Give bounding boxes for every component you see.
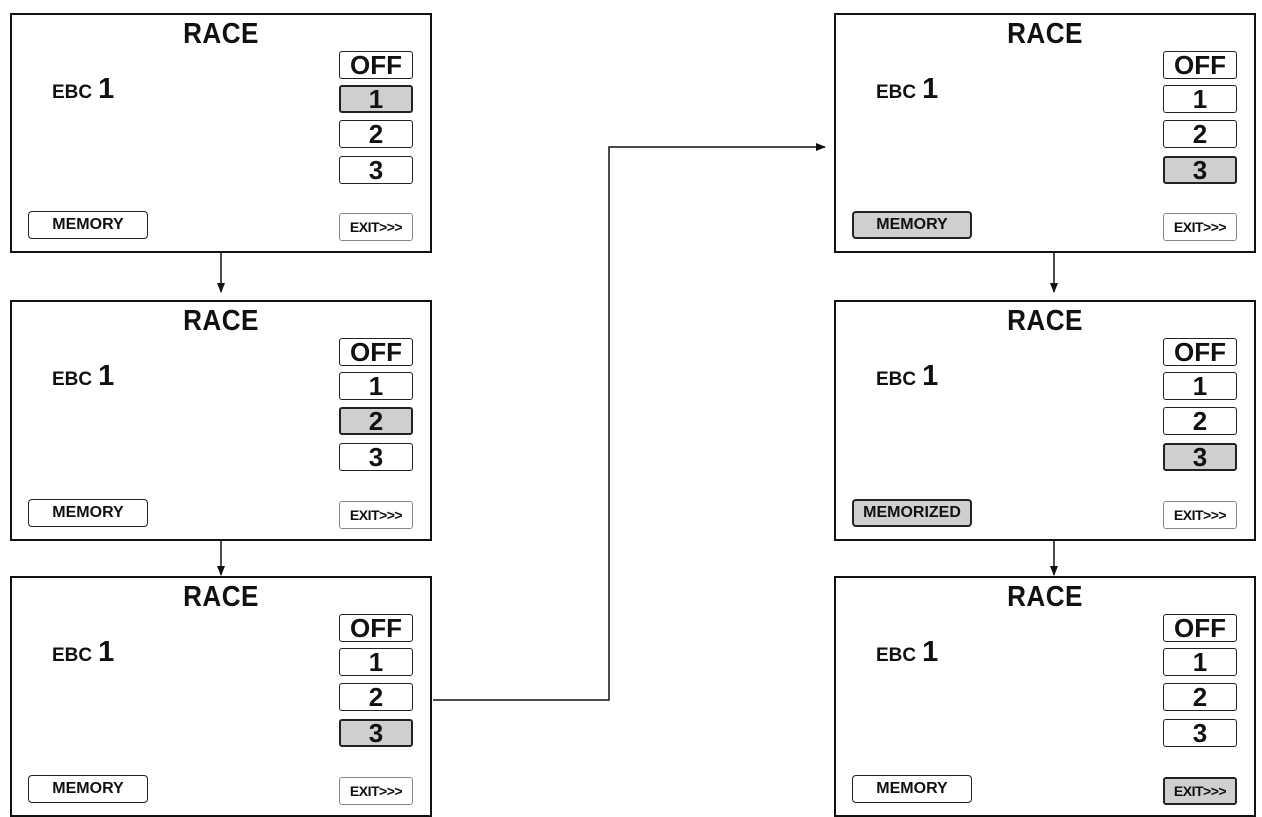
option-off-button[interactable]: OFF xyxy=(339,614,413,642)
option-3-button[interactable]: 3 xyxy=(1163,719,1237,747)
ebc-status: EBC 1 xyxy=(876,73,938,106)
option-1-button[interactable]: 1 xyxy=(339,372,413,400)
ebc-label: EBC xyxy=(876,82,917,103)
memory-button[interactable]: MEMORY xyxy=(28,775,148,803)
ebc-value: 1 xyxy=(98,360,115,392)
option-off-button[interactable]: OFF xyxy=(339,51,413,79)
ebc-label: EBC xyxy=(52,82,93,103)
ebc-label: EBC xyxy=(52,645,93,666)
ebc-value: 1 xyxy=(98,636,115,668)
screen-title: RACE xyxy=(1007,305,1083,337)
ebc-status: EBC 1 xyxy=(876,360,938,393)
option-2-button[interactable]: 2 xyxy=(1163,683,1237,711)
exit-button[interactable]: EXIT>>> xyxy=(1163,213,1237,241)
screen-title: RACE xyxy=(183,581,259,613)
race-screen-3: RACE EBC 1 OFF 1 2 3 MEMORY EXIT>>> xyxy=(10,576,432,817)
ebc-status: EBC 1 xyxy=(52,636,114,669)
memory-button[interactable]: MEMORY xyxy=(28,211,148,239)
option-2-button[interactable]: 2 xyxy=(1163,407,1237,435)
ebc-value: 1 xyxy=(98,73,115,105)
option-3-button[interactable]: 3 xyxy=(339,443,413,471)
ebc-status: EBC 1 xyxy=(876,636,938,669)
ebc-value: 1 xyxy=(922,636,939,668)
arrow-screen3-to-screen4 xyxy=(433,143,826,701)
ebc-value: 1 xyxy=(922,73,939,105)
option-off-button[interactable]: OFF xyxy=(1163,51,1237,79)
exit-button[interactable]: EXIT>>> xyxy=(339,501,413,529)
race-screen-5: RACE EBC 1 OFF 1 2 3 MEMORIZED EXIT>>> xyxy=(834,300,1256,541)
memory-button[interactable]: MEMORIZED xyxy=(852,499,972,527)
option-3-button[interactable]: 3 xyxy=(339,156,413,184)
option-2-button[interactable]: 2 xyxy=(339,120,413,148)
option-3-button[interactable]: 3 xyxy=(339,719,413,747)
race-screen-2: RACE EBC 1 OFF 1 2 3 MEMORY EXIT>>> xyxy=(10,300,432,541)
ebc-label: EBC xyxy=(52,369,93,390)
race-screen-4: RACE EBC 1 OFF 1 2 3 MEMORY EXIT>>> xyxy=(834,13,1256,253)
ebc-status: EBC 1 xyxy=(52,73,114,106)
option-2-button[interactable]: 2 xyxy=(339,407,413,435)
memory-button[interactable]: MEMORY xyxy=(28,499,148,527)
ebc-value: 1 xyxy=(922,360,939,392)
option-2-button[interactable]: 2 xyxy=(1163,120,1237,148)
race-screen-6: RACE EBC 1 OFF 1 2 3 MEMORY EXIT>>> xyxy=(834,576,1256,817)
option-2-button[interactable]: 2 xyxy=(339,683,413,711)
option-1-button[interactable]: 1 xyxy=(339,85,413,113)
option-3-button[interactable]: 3 xyxy=(1163,156,1237,184)
race-screen-1: RACE EBC 1 OFF 1 2 3 MEMORY EXIT>>> xyxy=(10,13,432,253)
screen-title: RACE xyxy=(1007,18,1083,50)
option-1-button[interactable]: 1 xyxy=(1163,648,1237,676)
option-3-button[interactable]: 3 xyxy=(1163,443,1237,471)
option-1-button[interactable]: 1 xyxy=(339,648,413,676)
ebc-status: EBC 1 xyxy=(52,360,114,393)
screen-title: RACE xyxy=(1007,581,1083,613)
option-off-button[interactable]: OFF xyxy=(1163,614,1237,642)
ebc-label: EBC xyxy=(876,369,917,390)
memory-button[interactable]: MEMORY xyxy=(852,211,972,239)
option-1-button[interactable]: 1 xyxy=(1163,372,1237,400)
exit-button[interactable]: EXIT>>> xyxy=(1163,777,1237,805)
exit-button[interactable]: EXIT>>> xyxy=(339,213,413,241)
option-off-button[interactable]: OFF xyxy=(339,338,413,366)
exit-button[interactable]: EXIT>>> xyxy=(1163,501,1237,529)
screen-title: RACE xyxy=(183,305,259,337)
screen-title: RACE xyxy=(183,18,259,50)
memory-button[interactable]: MEMORY xyxy=(852,775,972,803)
ebc-label: EBC xyxy=(876,645,917,666)
option-off-button[interactable]: OFF xyxy=(1163,338,1237,366)
exit-button[interactable]: EXIT>>> xyxy=(339,777,413,805)
option-1-button[interactable]: 1 xyxy=(1163,85,1237,113)
